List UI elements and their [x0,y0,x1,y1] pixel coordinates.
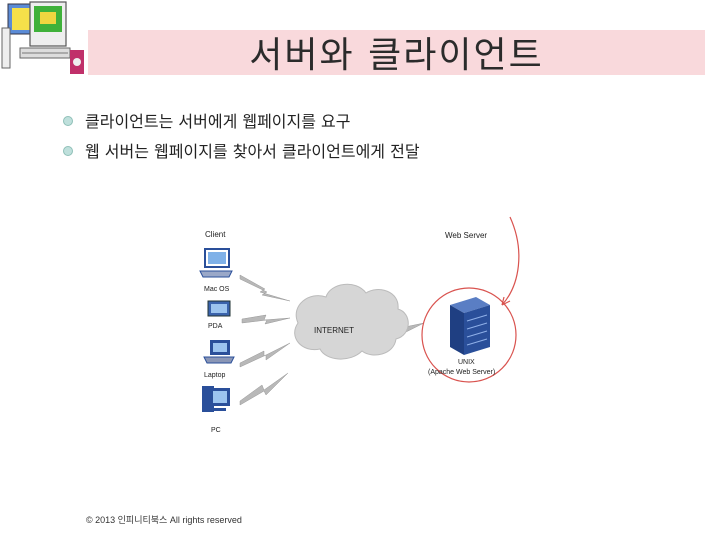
mac-client-icon [199,248,233,278]
client-label: PC [211,427,221,434]
server-detail-label: (Apache Web Server) [428,369,495,376]
pc-client-icon [202,386,230,412]
server-rack-icon [450,297,490,355]
internet-cloud-icon [294,283,409,360]
computer-logo-icon [1,1,84,74]
bullet-item: 클라이언트는 서버에게 웹페이지를 요구 [60,108,420,132]
client-label: PDA [208,323,223,330]
server-header: Web Server [445,231,487,240]
page-title: 서버와 클라이언트 [249,35,544,76]
client-label: Mac OS [204,286,230,293]
pda-client-icon [207,300,231,317]
highlight-arrow [501,216,520,306]
copyright-footer: © 2013 인피니티북스 All rights reserved [86,515,242,525]
cloud-label: INTERNET [314,326,354,335]
title-band [88,30,705,75]
bullet-list: 클라이언트는 서버에게 웹페이지를 요구 웹 서버는 웹페이지를 찾아서 클라이… [60,108,420,168]
client-server-diagram: Client Web Server Mac OS PDA Laptop PC [199,216,520,434]
client-header: Client [205,230,226,239]
client-label: Laptop [204,372,226,379]
server-name-label: UNIX [458,359,475,366]
server-highlight-circle [421,287,517,383]
bullet-dot-icon [63,146,73,156]
bullet-text: 웹 서버는 웹페이지를 찾아서 클라이언트에게 전달 [85,142,420,161]
laptop-client-icon [203,340,235,364]
bullet-text: 클라이언트는 서버에게 웹페이지를 요구 [85,112,351,131]
bullet-dot-icon [63,116,73,126]
bullet-item: 웹 서버는 웹페이지를 찾아서 클라이언트에게 전달 [60,138,420,162]
